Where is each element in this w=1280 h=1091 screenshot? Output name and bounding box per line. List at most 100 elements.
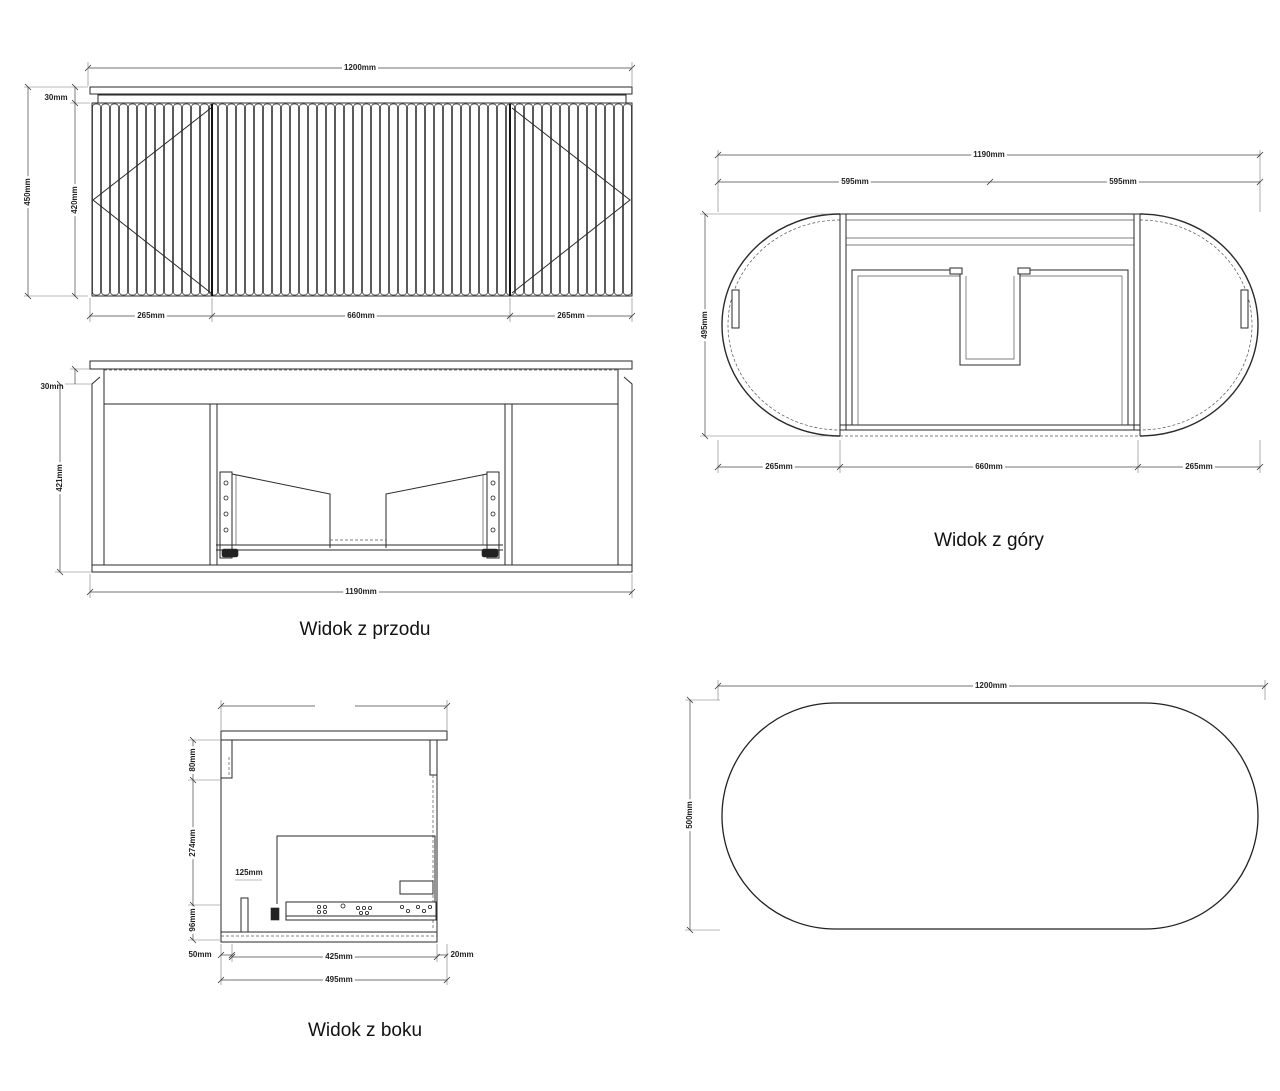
runner-hole — [316, 905, 321, 910]
back-rail — [221, 740, 233, 779]
flute — [317, 103, 326, 296]
left-cap-edge — [731, 289, 740, 329]
flute — [281, 103, 290, 296]
flute — [479, 103, 488, 296]
center-label: 660mm — [347, 311, 375, 320]
drawer-side-panel-right — [385, 473, 488, 548]
runner-hole — [355, 906, 360, 911]
right-door-opening-symbol — [511, 107, 631, 294]
front-view: 1200mm 450mm 420mm 30mm 265mm 660mm 265m… — [21, 61, 636, 323]
top-width-label: 1190mm — [973, 150, 1005, 159]
front-view-title: Widok z przodu — [300, 619, 431, 640]
top-center-label: 660mm — [975, 462, 1003, 471]
runner-holes — [316, 903, 432, 916]
flute — [353, 103, 362, 296]
right-round-cap-fluting — [1139, 219, 1253, 431]
flute — [101, 103, 110, 296]
support-post — [240, 897, 249, 933]
front-rail — [429, 739, 438, 776]
top-view-title: Widok z góry — [934, 530, 1044, 551]
countertop-view: 1200mm 500mm — [683, 679, 1269, 934]
drawer-side — [276, 835, 436, 904]
runner-hole — [399, 905, 404, 910]
flute — [146, 103, 155, 296]
half-right-label: 595mm — [1109, 177, 1137, 186]
runner-hole — [316, 910, 321, 915]
front-fluting — [92, 103, 632, 296]
right-round-cap-outer — [1139, 213, 1259, 437]
flute — [128, 103, 137, 296]
front-section-view: 30mm 421mm 1190mm Widok z przodu — [38, 360, 636, 640]
flute — [551, 103, 560, 296]
side-depth-label: 495mm — [325, 975, 353, 984]
runner-hole — [361, 906, 366, 911]
flute — [290, 103, 299, 296]
flute — [407, 103, 416, 296]
flute — [443, 103, 452, 296]
runner-clip — [270, 907, 280, 921]
inner-height-label: 421mm — [55, 464, 64, 492]
sink-cutout-inner — [965, 276, 1015, 360]
countertop-width-label: 1200mm — [975, 681, 1007, 690]
flute — [587, 103, 596, 296]
flute — [497, 103, 506, 296]
flute — [470, 103, 479, 296]
runner-hole — [364, 911, 369, 916]
post-height-label: 125mm — [235, 868, 263, 877]
runner-wheel-right — [481, 548, 499, 558]
flute — [434, 103, 443, 296]
cutout-bracket-left — [949, 267, 963, 275]
right-door-label: 265mm — [557, 311, 585, 320]
left-door-label: 265mm — [137, 311, 165, 320]
bracket-hole — [490, 495, 496, 501]
bracket-hole — [223, 527, 229, 533]
flute — [245, 103, 254, 296]
flute — [272, 103, 281, 296]
flute — [461, 103, 470, 296]
flute — [578, 103, 587, 296]
flute — [605, 103, 614, 296]
flute — [200, 103, 209, 296]
runner-hole — [340, 903, 346, 909]
flute — [542, 103, 551, 296]
flute — [596, 103, 605, 296]
runner-hole — [405, 909, 410, 914]
flute — [623, 103, 632, 296]
cabinet-bottom — [91, 564, 633, 573]
left-round-cap-outer — [721, 213, 841, 437]
runner-hole — [367, 906, 372, 911]
flute — [425, 103, 434, 296]
flute — [533, 103, 542, 296]
top-view: 1190mm 595mm 595mm — [698, 148, 1264, 551]
flute — [254, 103, 263, 296]
drawer-box-right — [1020, 269, 1129, 425]
countertop-section — [89, 360, 633, 370]
flute — [389, 103, 398, 296]
top-right-label: 265mm — [1185, 462, 1213, 471]
half-left-label: 595mm — [841, 177, 869, 186]
bracket-hole — [223, 511, 229, 517]
left-round-cap-fluting — [727, 219, 841, 431]
flute — [416, 103, 425, 296]
bracket-hole — [223, 480, 229, 486]
drawer-box-inner-left — [857, 275, 960, 425]
drawer-side-panel-left — [231, 473, 331, 548]
runner-hole — [322, 910, 327, 915]
flute — [398, 103, 407, 296]
flute — [488, 103, 497, 296]
runner-hole — [415, 905, 420, 910]
drawer-label-plate — [399, 880, 434, 895]
flute — [569, 103, 578, 296]
left-side-panel-outer — [91, 376, 101, 572]
top-thickness-label: 30mm — [44, 93, 67, 102]
flute — [227, 103, 236, 296]
right-side-panel-outer — [623, 376, 633, 572]
flute — [173, 103, 182, 296]
flute — [344, 103, 353, 296]
front-height-label: 450mm — [23, 178, 32, 206]
divider-left — [209, 403, 218, 566]
divider-right — [504, 403, 513, 566]
flute — [326, 103, 335, 296]
bracket-hole — [490, 480, 496, 486]
